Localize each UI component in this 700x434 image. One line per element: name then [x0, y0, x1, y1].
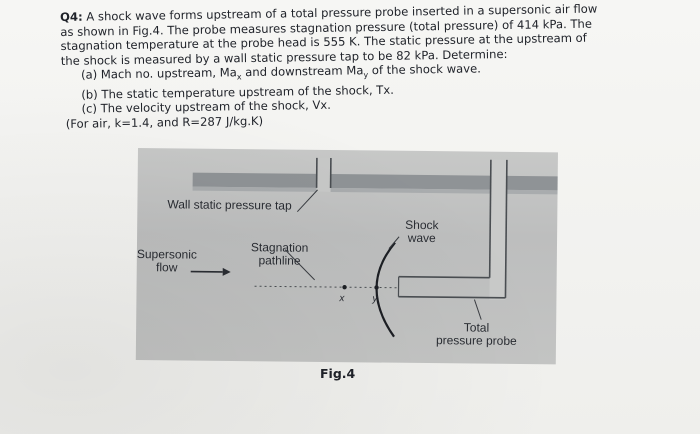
point-y-label: y [372, 293, 378, 305]
tap-leader [296, 189, 318, 213]
pathline-leader [284, 249, 315, 281]
shock-leader [388, 236, 400, 249]
point-y-marker [374, 285, 379, 290]
point-x-label: x [339, 293, 345, 305]
point-x-marker [342, 284, 347, 290]
question-label: Q4: [60, 9, 83, 24]
pressure-tap [316, 157, 331, 193]
question-text: Q4: A shock wave forms upstream of a tot… [60, 0, 692, 131]
stagnation-pathline [254, 285, 397, 289]
probe-leader [473, 299, 482, 320]
probe-diagram [190, 157, 558, 338]
probe-head [398, 275, 490, 279]
wall [192, 172, 558, 191]
shock-wave-curve [375, 241, 396, 338]
probe-stem [489, 159, 507, 300]
wall-tap-label: Wall static pressure tap [167, 197, 292, 213]
figure-caption: Fig.4 [320, 366, 356, 381]
